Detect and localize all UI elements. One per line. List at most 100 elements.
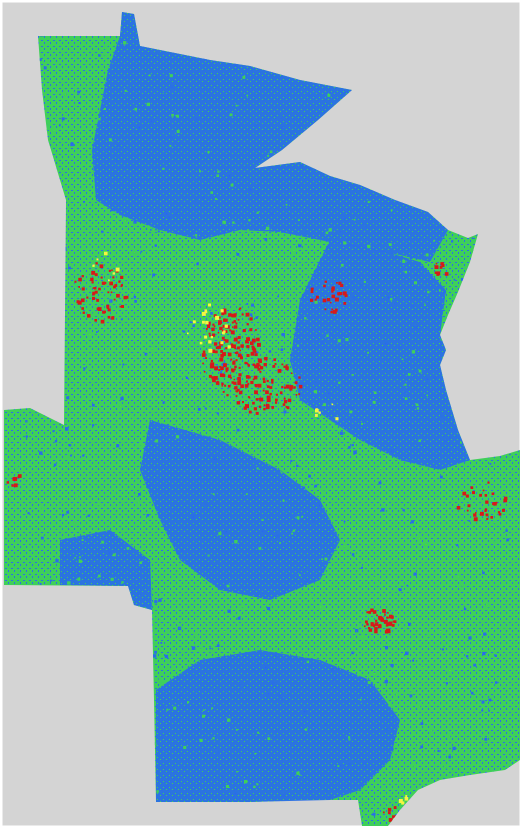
blue-speck [52, 430, 55, 433]
red-speck [484, 509, 487, 512]
red-speck [384, 630, 389, 634]
red-speck [212, 378, 216, 383]
green-speck [106, 475, 109, 478]
blue-speck [66, 510, 70, 514]
green-speck [328, 589, 332, 593]
green-speck [475, 646, 478, 649]
green-speck [296, 516, 300, 520]
blue-speck [310, 354, 314, 357]
green-speck [131, 416, 135, 419]
red-speck [283, 397, 286, 400]
blue-speck [270, 211, 274, 215]
red-speck [247, 396, 250, 398]
red-speck [255, 398, 259, 401]
red-speck [274, 401, 278, 404]
green-speck [373, 673, 377, 677]
blue-speck [150, 228, 152, 231]
red-speck [279, 391, 283, 395]
red-speck [228, 313, 232, 317]
red-speck [235, 359, 238, 362]
red-speck [393, 620, 397, 624]
blue-speck [157, 230, 160, 233]
green-speck [413, 765, 416, 768]
red-speck [96, 298, 100, 302]
red-speck [242, 401, 244, 403]
red-speck [94, 273, 98, 277]
blue-speck [328, 392, 331, 395]
red-speck [388, 818, 393, 822]
red-speck [87, 314, 91, 318]
green-speck [299, 574, 301, 577]
red-speck [333, 310, 337, 314]
blue-speck [298, 125, 301, 128]
red-speck [202, 362, 204, 365]
blue-speck [161, 93, 164, 96]
green-speck [256, 211, 259, 214]
blue-speck [227, 609, 231, 613]
red-speck [492, 502, 495, 506]
red-speck [271, 381, 274, 384]
blue-speck [25, 420, 28, 423]
red-speck [265, 390, 269, 395]
blue-speck [312, 520, 315, 524]
blue-speck [372, 812, 376, 816]
blue-speck [256, 192, 260, 196]
green-speck [390, 209, 393, 212]
red-speck [387, 612, 389, 614]
red-speck [90, 277, 94, 282]
green-speck [66, 422, 70, 426]
red-speck [294, 381, 298, 385]
blue-speck [351, 281, 353, 284]
blue-speck [53, 463, 57, 467]
green-speck [357, 674, 359, 677]
green-speck [279, 542, 281, 544]
blue-speck [221, 775, 224, 778]
green-speck [86, 116, 89, 119]
blue-speck [339, 230, 341, 233]
blue-speck [82, 454, 85, 457]
red-speck [344, 294, 348, 298]
red-speck [382, 609, 386, 613]
red-speck [435, 265, 439, 269]
red-speck [330, 310, 333, 314]
blue-speck [70, 142, 74, 147]
blue-speck [313, 168, 317, 171]
blue-speck [351, 553, 355, 556]
blue-speck [250, 199, 253, 202]
red-speck [223, 318, 227, 322]
red-speck [502, 508, 505, 512]
green-speck [493, 746, 496, 749]
red-speck [434, 271, 438, 274]
blue-speck [256, 594, 260, 597]
red-speck [272, 365, 276, 368]
blue-speck [101, 230, 104, 234]
blue-speck [302, 486, 306, 490]
blue-speck [264, 238, 268, 241]
red-speck [250, 351, 255, 356]
red-speck [80, 298, 85, 303]
red-speck [295, 394, 298, 396]
blue-speck [97, 134, 99, 137]
red-speck [221, 385, 224, 387]
blue-speck [413, 325, 418, 329]
green-speck [388, 704, 392, 707]
blue-speck [196, 262, 199, 266]
green-speck [123, 219, 127, 223]
yellow-speck [199, 341, 203, 345]
red-speck [246, 380, 248, 383]
red-speck [310, 290, 314, 294]
red-speck [273, 358, 276, 361]
red-speck [388, 621, 393, 626]
red-speck [234, 352, 237, 354]
green-speck [207, 554, 210, 557]
red-speck [256, 337, 260, 342]
blue-speck [61, 513, 65, 517]
red-speck [298, 376, 301, 379]
red-speck [209, 365, 213, 369]
red-speck [230, 330, 235, 335]
red-speck [230, 343, 234, 346]
blue-speck [189, 321, 192, 324]
green-speck [77, 577, 81, 581]
red-speck [244, 384, 249, 388]
green-speck [327, 94, 331, 97]
